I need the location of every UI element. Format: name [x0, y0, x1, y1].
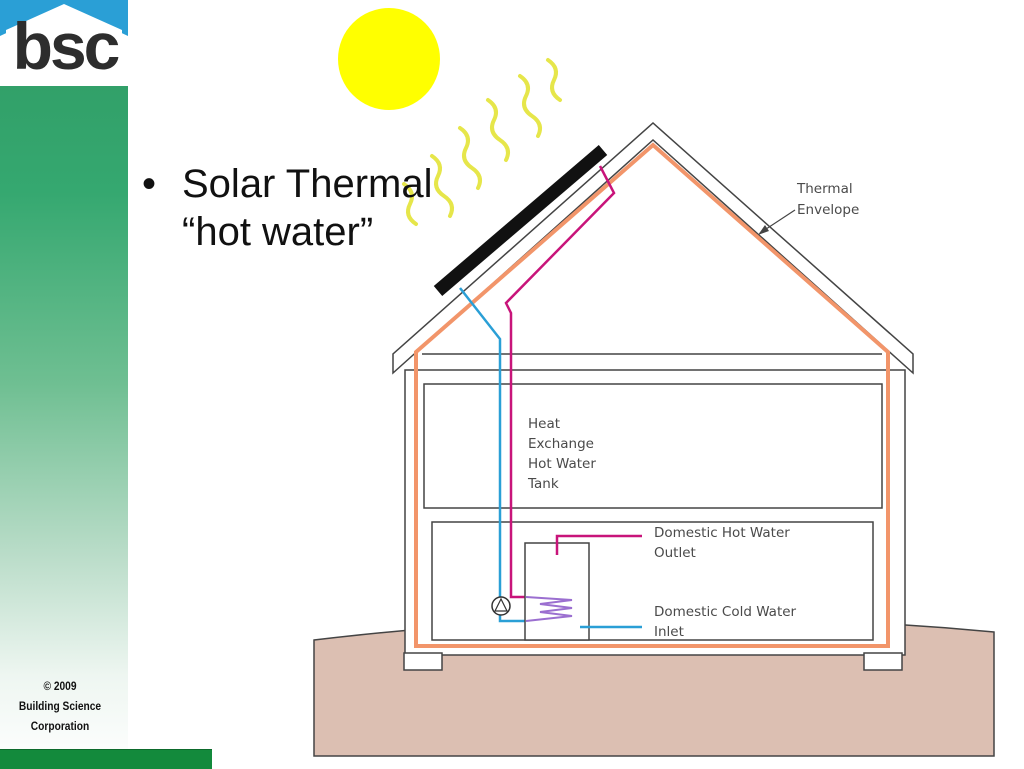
upper-room [423, 383, 883, 509]
heat-exchanger-coil [525, 596, 573, 622]
label-tank-1: Heat [528, 416, 560, 432]
hot-water-tank [524, 542, 590, 641]
label-hot-outlet-1: Domestic Hot Water [654, 525, 790, 541]
pump-icon [491, 596, 511, 616]
label-tank-3: Hot Water [528, 456, 596, 472]
sidebar: bsc © 2009 Building Science Corporation [0, 0, 128, 768]
copyright-line: Building Science [18, 699, 102, 713]
label-cold-inlet-1: Domestic Cold Water [654, 604, 797, 620]
bullet-marker: • [142, 162, 157, 206]
bullet-text-line2: “hot water” [182, 210, 374, 254]
footer-bar [0, 749, 212, 769]
collector-hot-pipe [504, 165, 616, 599]
domestic-hot-pipe [555, 534, 642, 555]
label-cold-inlet-2: Inlet [654, 624, 684, 640]
copyright-line: © 2009 [43, 679, 77, 693]
roof-outline [392, 121, 914, 375]
label-thermal-envelope-2: Envelope [797, 202, 859, 218]
logo: bsc [0, 0, 128, 86]
envelope-leader-arrow [758, 225, 769, 235]
logo-roof-icon [0, 0, 128, 36]
bullet-text-line1: Solar Thermal [182, 162, 433, 206]
solar-collector-panel [433, 145, 608, 296]
footing-left [403, 652, 443, 671]
label-hot-outlet-2: Outlet [654, 545, 696, 561]
sun-icon [338, 8, 440, 110]
label-tank-2: Exchange [528, 436, 594, 452]
collector-cold-pipe [459, 287, 526, 623]
label-thermal-envelope-1: Thermal [796, 181, 853, 197]
basement-room [431, 521, 874, 641]
sun-rays [402, 58, 562, 226]
footing-right [863, 652, 903, 671]
thermal-envelope [414, 142, 890, 648]
logo-text: bsc [12, 9, 121, 83]
copyright-notice: © 2009 Building Science Corporation [9, 676, 111, 736]
label-tank-4: Tank [527, 476, 559, 492]
copyright-line: Corporation [30, 719, 90, 733]
